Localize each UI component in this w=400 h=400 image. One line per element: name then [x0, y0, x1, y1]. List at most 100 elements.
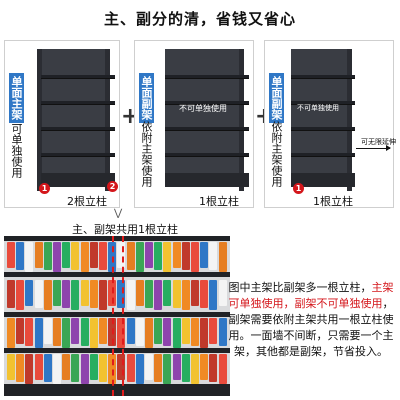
- shared-post-label: 主、副架共用1根立柱: [72, 223, 178, 236]
- product-item: [71, 242, 80, 270]
- product-item: [145, 242, 153, 268]
- sub-shelf-illustration: [165, 49, 249, 191]
- product-item: [117, 280, 126, 308]
- sub-frame-side-label: 依附主架使用: [140, 121, 153, 187]
- extend-frame-side-label: 依附主架使用: [270, 121, 283, 187]
- product-item: [43, 280, 52, 310]
- product-item: [135, 242, 144, 272]
- product-item: [34, 354, 43, 380]
- product-item: [191, 280, 199, 306]
- product-item: [16, 318, 25, 344]
- product-item: [218, 354, 227, 384]
- product-item: [34, 242, 43, 268]
- product-item: [7, 354, 15, 380]
- description-rest: ，副架需要依附主架共用一根立柱使用。一面墙不间断，只需要一个主架，其他都是副架，…: [228, 297, 394, 358]
- product-item: [172, 280, 181, 308]
- product-item: [7, 318, 15, 348]
- product-item: [200, 242, 209, 268]
- product-item: [25, 354, 34, 384]
- extend-arrow-line: [356, 148, 390, 149]
- main-posts-label: 2根立柱: [67, 195, 107, 208]
- product-item: [145, 354, 153, 380]
- product-item: [80, 242, 89, 272]
- product-item: [43, 318, 52, 344]
- post-badge-2: 2: [107, 181, 118, 192]
- post-badge-1: 1: [39, 183, 50, 194]
- product-item: [62, 354, 71, 380]
- product-item: [16, 280, 25, 310]
- product-item: [172, 354, 181, 380]
- product-item: [218, 280, 227, 306]
- product-item: [80, 318, 89, 346]
- product-item: [154, 354, 163, 382]
- product-item: [99, 280, 107, 310]
- product-item: [89, 242, 98, 268]
- product-item: [209, 354, 218, 382]
- product-item: [135, 280, 144, 306]
- product-item: [34, 280, 43, 308]
- extend-posts-label: 1根立柱: [313, 195, 353, 208]
- extend-label: 可无限延伸: [361, 138, 396, 146]
- sub-frame-badge: 单面副架: [139, 73, 154, 123]
- product-item: [80, 354, 89, 384]
- product-item: [62, 280, 71, 308]
- product-item: [163, 280, 172, 306]
- product-item: [62, 318, 71, 348]
- product-item: [99, 242, 107, 270]
- product-item: [43, 242, 52, 270]
- product-item: [218, 318, 227, 346]
- chevron-down-icon: ⋁: [114, 208, 123, 219]
- product-item: [135, 318, 144, 346]
- product-item: [154, 242, 163, 270]
- extend-not-standalone-label: 不可单独使用: [297, 104, 339, 112]
- product-item: [7, 242, 15, 268]
- product-item: [126, 354, 135, 382]
- product-item: [163, 242, 172, 272]
- sub-frame-panel: 单面副架 依附主架使用 不可单独使用 1根立柱: [134, 40, 254, 208]
- product-item: [53, 318, 61, 346]
- extend-frame-panel: 单面副架 依附主架使用 不可单独使用 1 1根立柱: [264, 40, 394, 208]
- product-item: [117, 242, 126, 268]
- product-item: [154, 280, 163, 310]
- product-item: [71, 318, 80, 344]
- product-item: [145, 318, 153, 348]
- description-highlight: 主架可单独使用，副架不可单独使用: [228, 281, 394, 310]
- product-item: [25, 318, 34, 346]
- main-frame-panel: 单面主架 可单独使用 1 2 2根立柱: [4, 40, 120, 208]
- product-item: [209, 280, 218, 310]
- product-item: [218, 242, 227, 272]
- product-item: [71, 280, 80, 310]
- extend-arrow-icon: [386, 145, 391, 151]
- extend-post-badge-1: 1: [293, 183, 304, 194]
- product-item: [117, 318, 126, 348]
- product-item: [135, 354, 144, 384]
- product-item: [200, 318, 209, 348]
- product-item: [172, 318, 181, 348]
- product-item: [34, 318, 43, 348]
- shared-post-divider-2: [122, 236, 124, 396]
- product-item: [145, 280, 153, 308]
- product-item: [200, 280, 209, 308]
- product-item: [16, 242, 25, 270]
- product-item: [126, 242, 135, 270]
- product-item: [200, 354, 209, 380]
- product-item: [16, 354, 25, 382]
- main-frame-side-label: 可单独使用: [10, 123, 23, 178]
- product-item: [53, 280, 61, 306]
- product-item: [53, 242, 61, 272]
- stocked-shelf-photo: [4, 236, 230, 396]
- extend-shelf-illustration: [291, 49, 355, 191]
- sub-not-standalone-label: 不可单独使用: [179, 104, 227, 113]
- product-item: [126, 318, 135, 344]
- product-item: [209, 318, 218, 344]
- product-item: [117, 354, 126, 380]
- product-item: [80, 280, 89, 306]
- product-item: [126, 280, 135, 310]
- product-item: [191, 318, 199, 346]
- product-item: [191, 354, 199, 384]
- product-item: [7, 280, 15, 308]
- main-shelf-illustration: [35, 49, 115, 191]
- product-item: [62, 242, 71, 268]
- product-item: [181, 354, 190, 382]
- sub-posts-label: 1根立柱: [199, 195, 239, 208]
